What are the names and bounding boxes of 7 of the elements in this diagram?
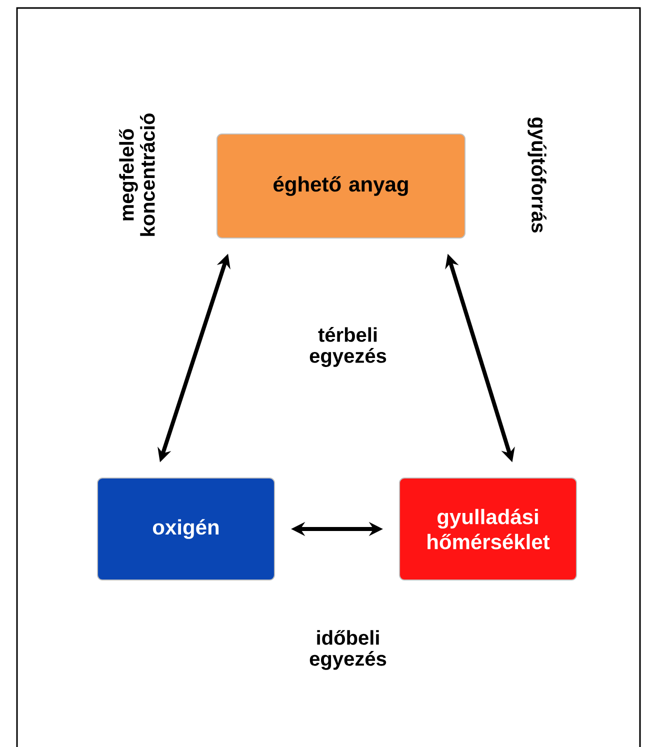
process-box: gyulladási hőmérséklet	[399, 478, 577, 580]
label: térbeli egyezés	[310, 327, 386, 367]
label: időbeli egyezés	[310, 630, 386, 670]
label: megfelelő koncentráció	[119, 114, 155, 236]
process-box: oxigén	[97, 478, 275, 580]
label: gyújtóforrás	[528, 117, 546, 233]
process-box: éghető anyag	[216, 134, 466, 238]
